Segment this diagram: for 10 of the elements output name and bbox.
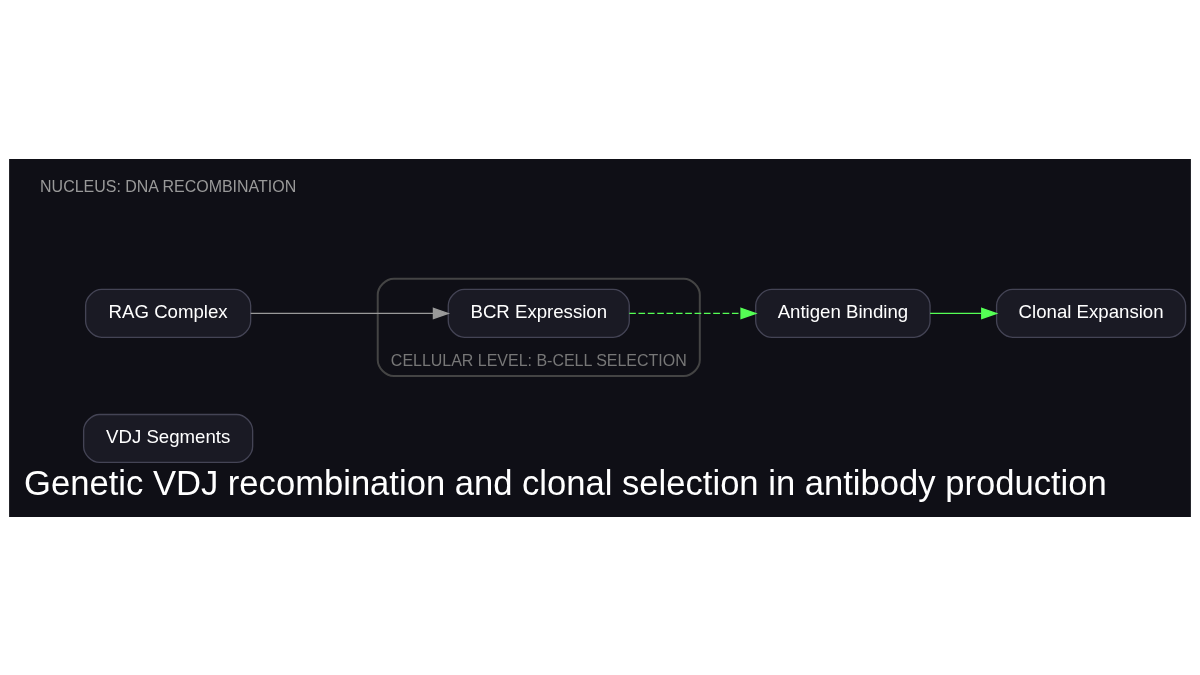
node-box: Clonal Expansion <box>995 288 1187 338</box>
label: NUCLEUS: DNA RECOMBINATION <box>40 177 297 195</box>
node-box: Antigen Binding <box>755 288 931 338</box>
diagram-title: Genetic VDJ recombination and clonal selection in antibody production <box>24 463 1107 502</box>
arrow <box>250 306 451 319</box>
arrow <box>929 306 999 319</box>
node-box: RAG Complex <box>84 288 252 338</box>
node-box: BCR Expression <box>447 288 630 338</box>
node-box: VDJ Segments <box>82 413 254 463</box>
arrow <box>628 306 758 319</box>
